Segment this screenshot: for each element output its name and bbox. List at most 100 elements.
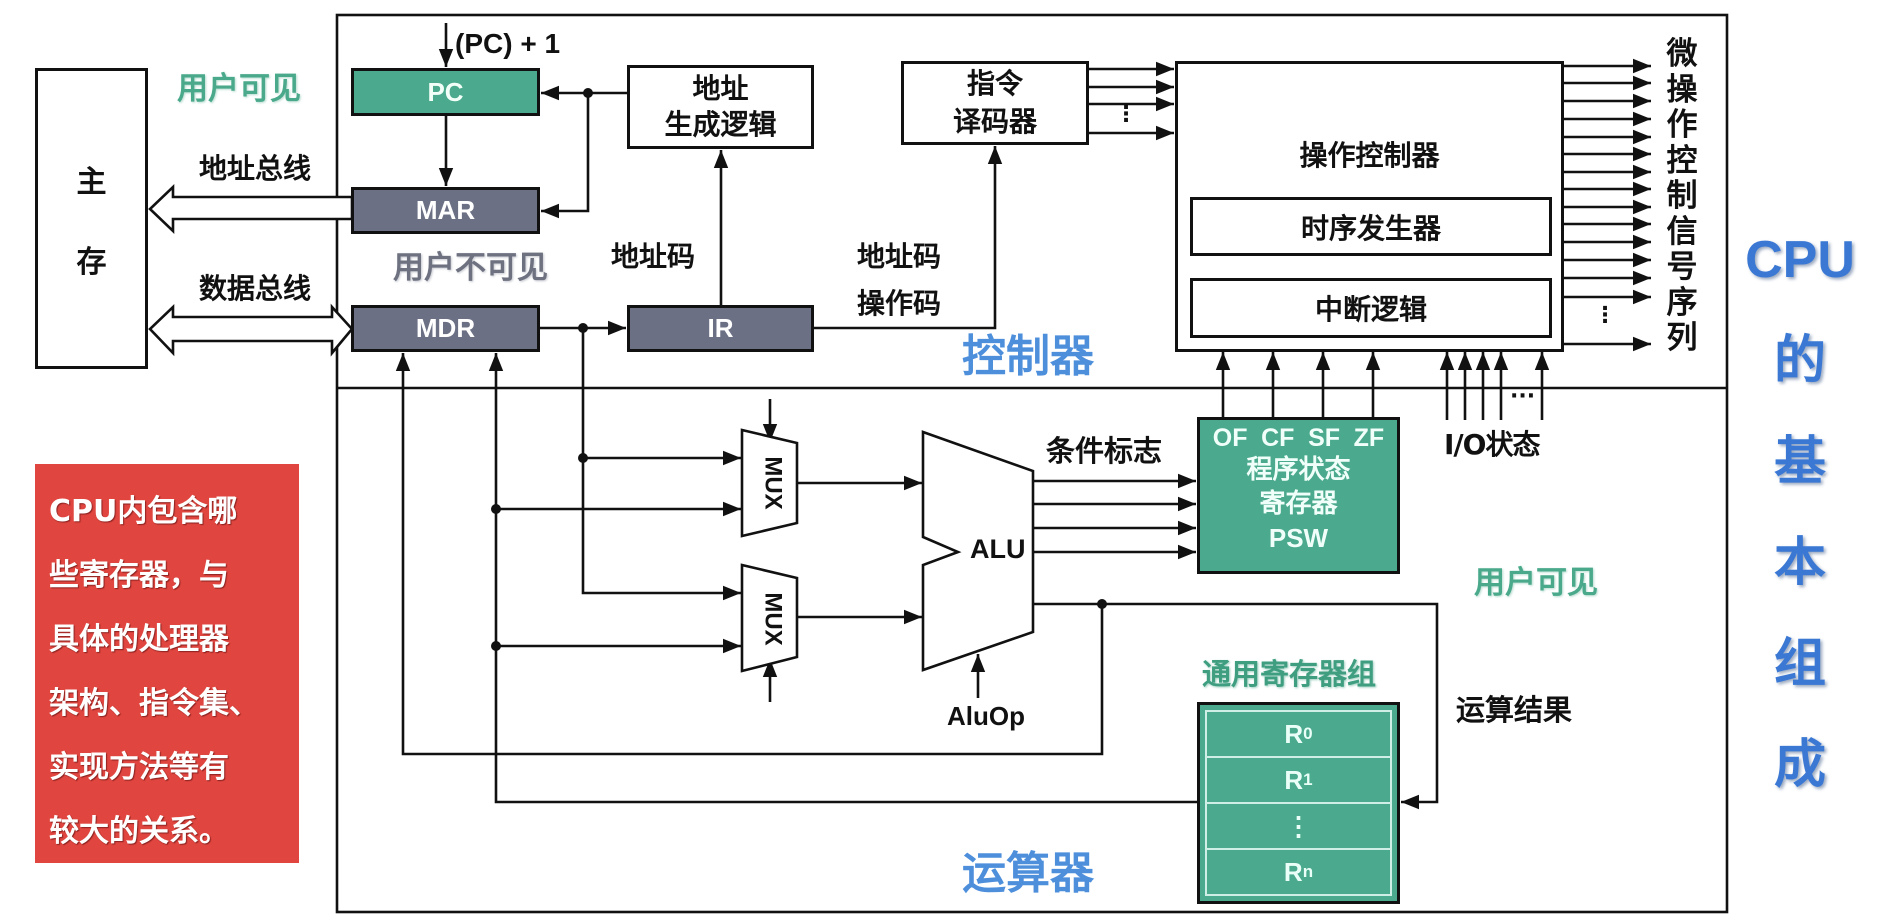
side-title-char: 的 [1773,331,1826,391]
micro-op-label-char: 作 [1666,107,1698,143]
data-bus-label: 数据总线 [199,272,312,305]
psw-name-line2: 寄存器 [1259,489,1338,519]
side-title: CPU 的基本组成 [1745,210,1855,816]
instruction-decoder: 指令 译码器 [901,61,1089,145]
micro-op-signal-arrows [1564,58,1651,352]
mdr-register: MDR [351,305,540,352]
note-line: 些寄存器，与 [49,558,229,593]
address-generation-logic: 地址 生成逻辑 [627,65,814,149]
side-title-char: 组 [1773,634,1826,694]
micro-op-dots: ⋮ [1594,303,1616,328]
io-status-dots: ··· [1510,384,1536,409]
address-gen-line2: 生成逻辑 [664,108,777,141]
micro-op-label-char: 序 [1666,284,1698,321]
address-code-label: 地址码 [611,240,696,273]
address-gen-line1: 地址 [692,72,749,105]
register-name: R [1283,856,1303,887]
op-result-label: 运算结果 [1456,693,1573,727]
decoder-line2: 译码器 [952,105,1037,138]
register-group-title: 通用寄存器组 [1202,657,1377,691]
program-status-word-register: OF CF SF ZF 程序状态 寄存器 PSW [1197,417,1400,574]
side-title-char: CPU [1745,231,1855,289]
pc-register: PC [351,68,540,116]
micro-op-signal-sequence-label: 微操作控制信号序列 [1664,36,1700,357]
register-name: R [1284,718,1304,749]
register-index: 0 [1303,724,1313,743]
side-title-char: 成 [1773,735,1826,795]
junction-dot [578,323,588,333]
psw-abbr: PSW [1268,523,1329,553]
alu-result-to-regfile-arrow [1033,602,1439,810]
mar-register: MAR [351,187,540,234]
note-line: 架构、指令集、 [49,686,259,721]
interrupt-logic-label: 中断逻辑 [1314,293,1427,326]
address-bus-label: 地址总线 [199,152,312,185]
psw-flag-cf: CF [1261,424,1295,452]
note-line: CPU内包含哪 [49,494,238,529]
junction-dot [578,453,588,463]
note-line: 较大的关系。 [49,814,229,849]
psw-name-line1: 程序状态 [1246,455,1351,485]
psw-flag-zf: ZF [1353,424,1385,452]
micro-op-label-char: 制 [1666,178,1698,214]
cpu-frame [335,13,1729,914]
user-visible-label: 用户可见 [1474,565,1598,601]
note-line: 实现方法等有 [49,750,229,785]
addrgen-to-mar-arrow [541,93,590,219]
mdr-label: MDR [415,313,476,343]
ir-register: IR [627,305,814,352]
main-memory-label-char: 主 [76,164,107,200]
mux1-label: MUX [759,456,787,510]
register-index: 1 [1303,770,1313,789]
register-row: ⋮ [1207,802,1390,848]
side-title-char: 基 [1773,432,1826,492]
mux2-label: MUX [759,592,787,646]
io-status-label: I/O状态 [1444,428,1540,461]
micro-op-label-char: 微 [1666,36,1698,72]
psw-flag-of: OF [1212,424,1248,452]
alu-label: ALU [970,534,1026,564]
alu-result-to-mdr-arrow [395,353,1104,756]
pc-label: PC [427,76,464,107]
controller-title: 控制器 [962,331,1094,382]
decoder-dots: ⋮ [1115,102,1137,127]
timing-generator-label: 时序发生器 [1300,211,1441,245]
decoder-line1: 指令 [966,67,1023,100]
mar-label: MAR [415,195,476,225]
micro-op-label-char: 列 [1666,320,1698,356]
condition-flags-label: 条件标志 [1046,434,1163,468]
alu-section-title: 运算器 [962,848,1094,899]
user-visible-label: 用户可见 [177,71,301,107]
main-memory: 主 存 [35,68,148,369]
note-box: CPU内包含哪些寄存器，与具体的处理器架构、指令集、实现方法等有较大的关系。 [35,464,299,863]
junction-dot [491,641,501,651]
junction-dot [583,88,593,98]
junction-dot [491,504,501,514]
data-bus-arrow [148,303,354,357]
side-title-char: 本 [1773,533,1826,593]
register-name: R [1284,764,1304,795]
ir-label: IR [707,313,734,343]
opcode-label: 操作码 [857,287,942,320]
ir-to-decoder-arrow [814,146,1003,330]
register-index: n [1302,862,1314,881]
note-line: 具体的处理器 [49,622,229,657]
interrupt-logic: 中断逻辑 [1190,278,1552,338]
main-memory-label-char: 存 [76,244,107,280]
micro-op-label-char: 号 [1666,249,1698,285]
timing-generator: 时序发生器 [1190,197,1552,256]
mux1-shape [740,428,799,538]
alu-shape [921,430,1035,672]
address-code-label: 地址码 [857,240,942,273]
regfile-to-mdr-arrow [488,353,1197,804]
micro-op-label-char: 信 [1666,213,1698,250]
micro-op-label-char: 控 [1666,142,1698,179]
psw-flag-sf: SF [1308,424,1341,452]
junction-dot [1097,599,1107,609]
